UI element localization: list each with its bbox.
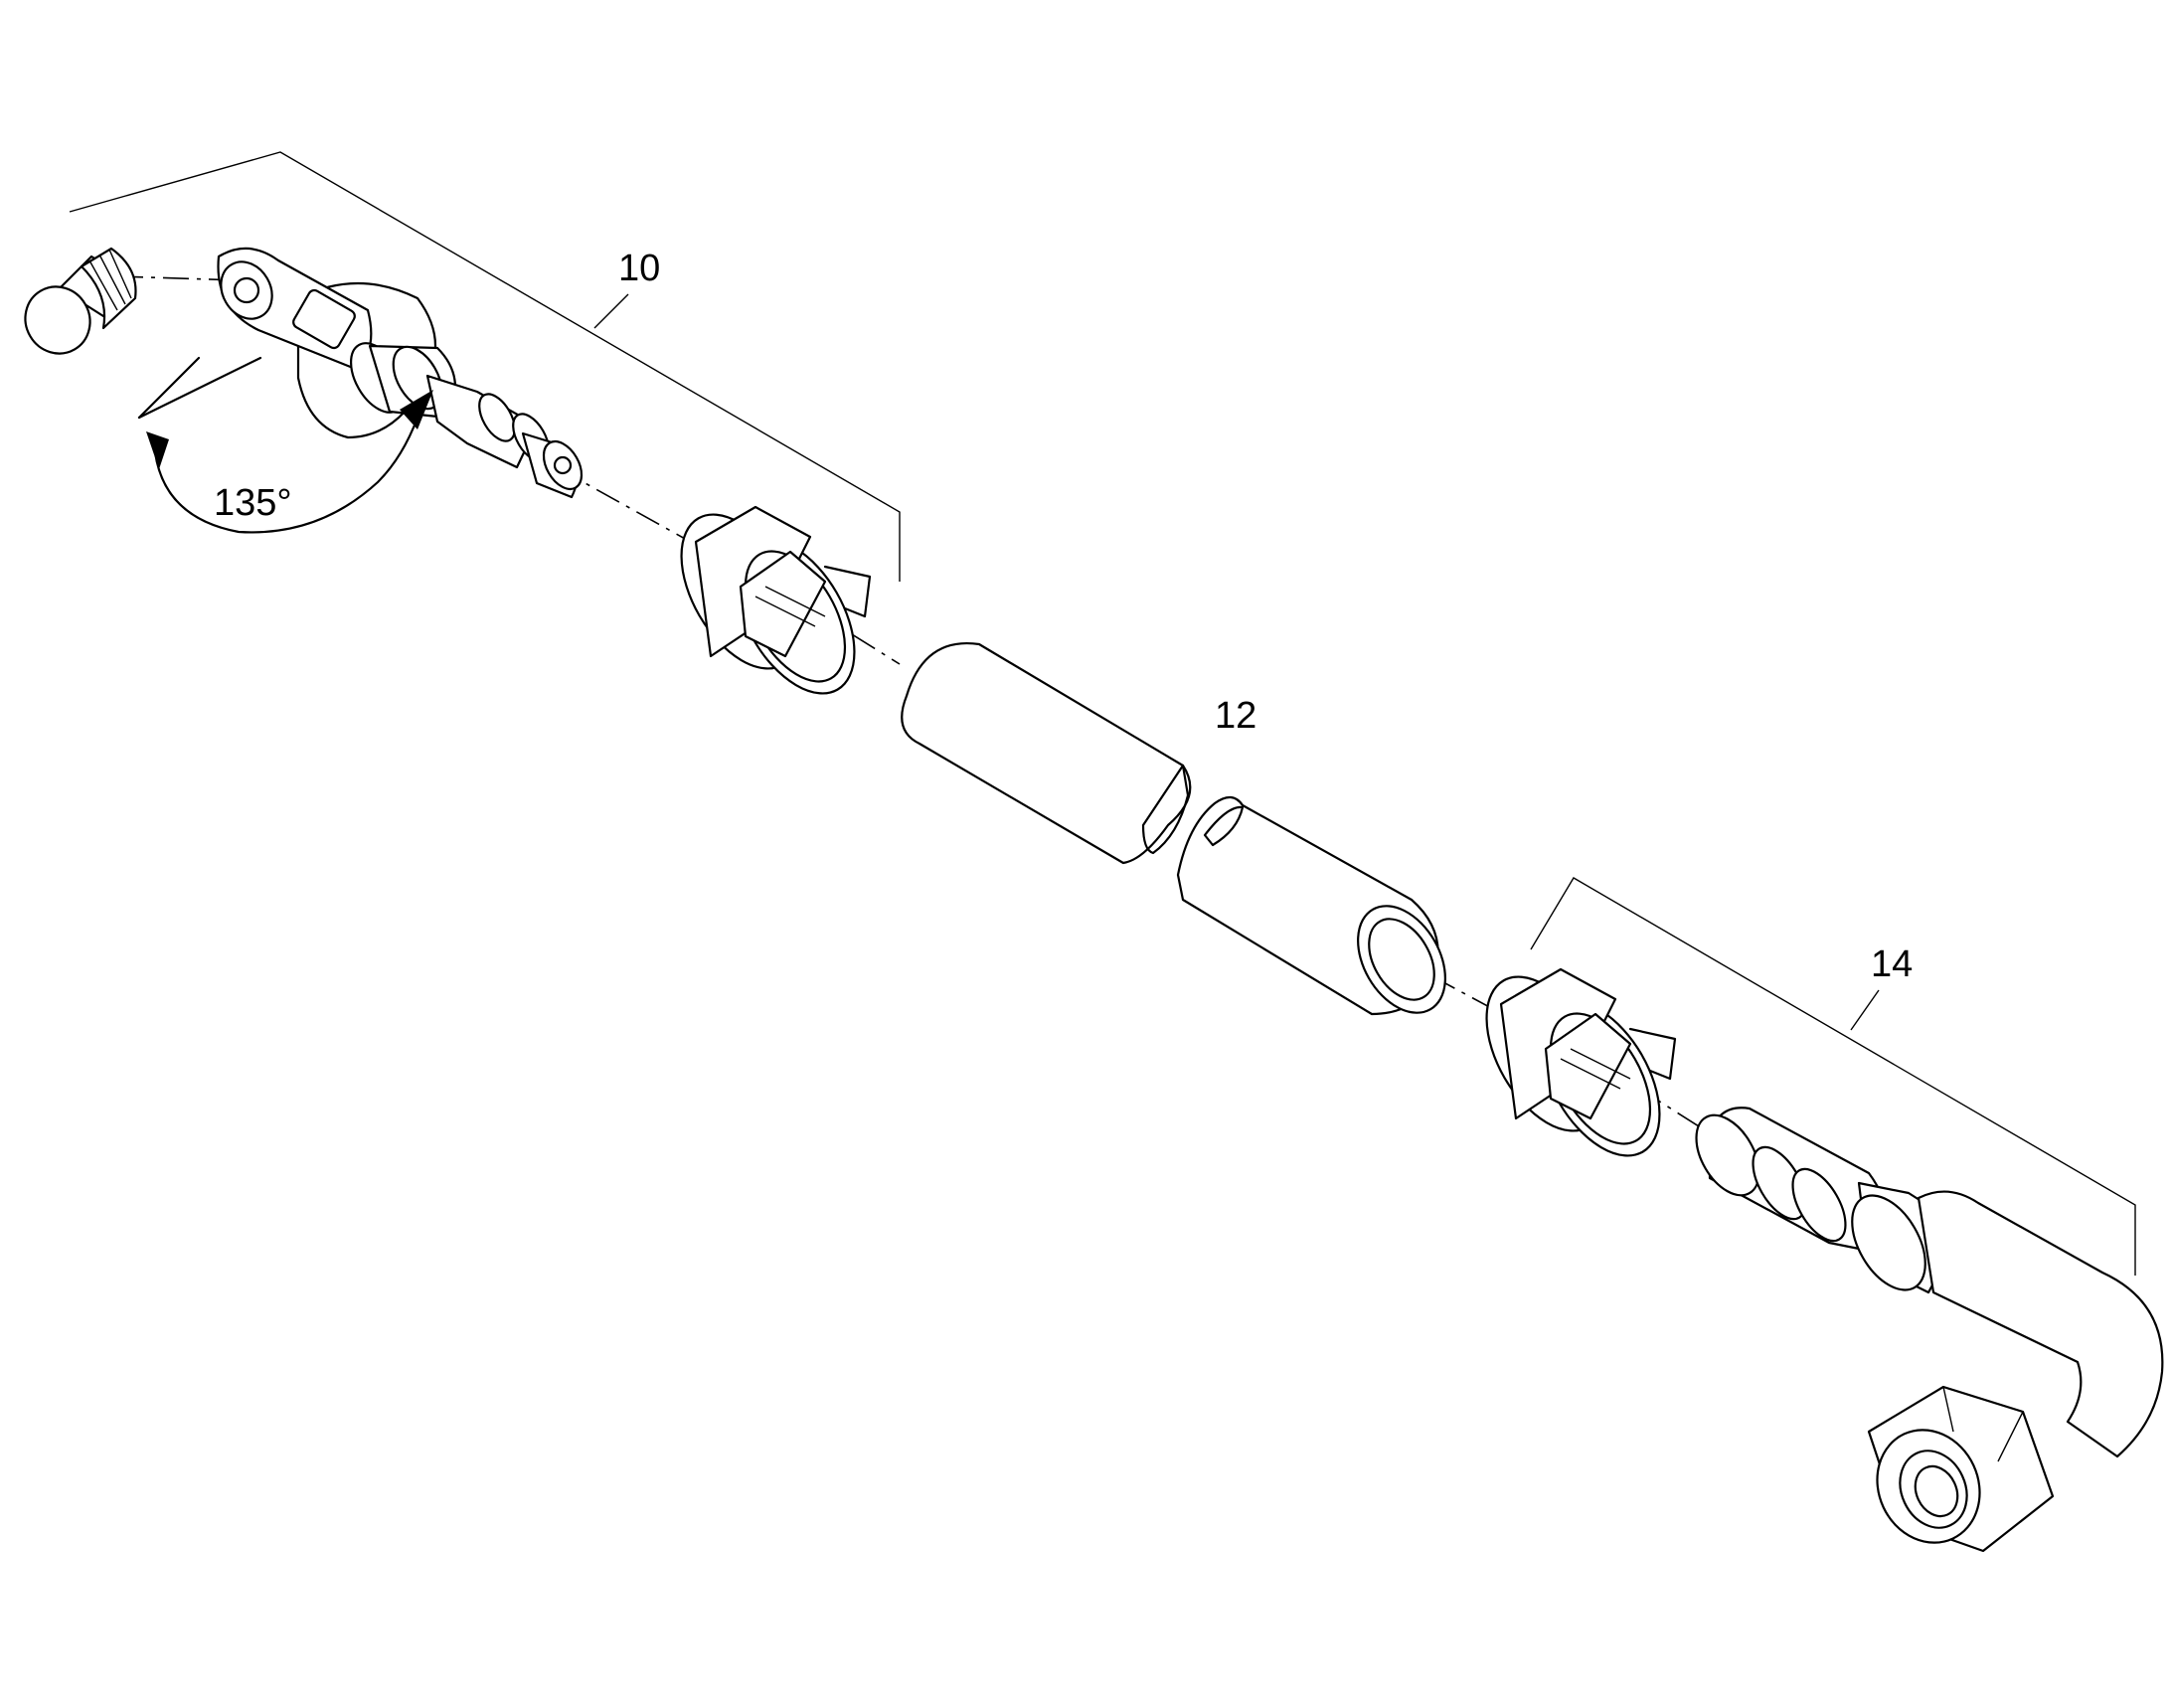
leader-part-14 bbox=[1850, 989, 1880, 1031]
hose-segment-upper bbox=[901, 642, 1192, 865]
callout-part-14: 14 bbox=[1871, 943, 1913, 985]
angle-label: 135° bbox=[214, 482, 292, 524]
hose-clamp-upper bbox=[680, 505, 872, 695]
bracket-assembly-10 bbox=[69, 151, 901, 582]
callout-part-12: 12 bbox=[1215, 695, 1256, 737]
leader-part-10 bbox=[593, 293, 629, 329]
angle-arrowhead-left bbox=[146, 431, 169, 469]
angle-indicator: 135° bbox=[146, 390, 433, 534]
callout-part-10: 10 bbox=[618, 248, 660, 289]
angle-arrowhead-right bbox=[400, 390, 433, 429]
hose-segment-lower bbox=[1176, 795, 1446, 1016]
hose-clamp-lower bbox=[1485, 967, 1677, 1157]
bracket-assembly-14 bbox=[1530, 877, 2136, 1276]
knurled-cap bbox=[24, 247, 137, 355]
banjo-fitting bbox=[137, 247, 584, 499]
callout-labels: 10 12 14 bbox=[593, 248, 1913, 1031]
elbow-fitting bbox=[1695, 1107, 2164, 1553]
